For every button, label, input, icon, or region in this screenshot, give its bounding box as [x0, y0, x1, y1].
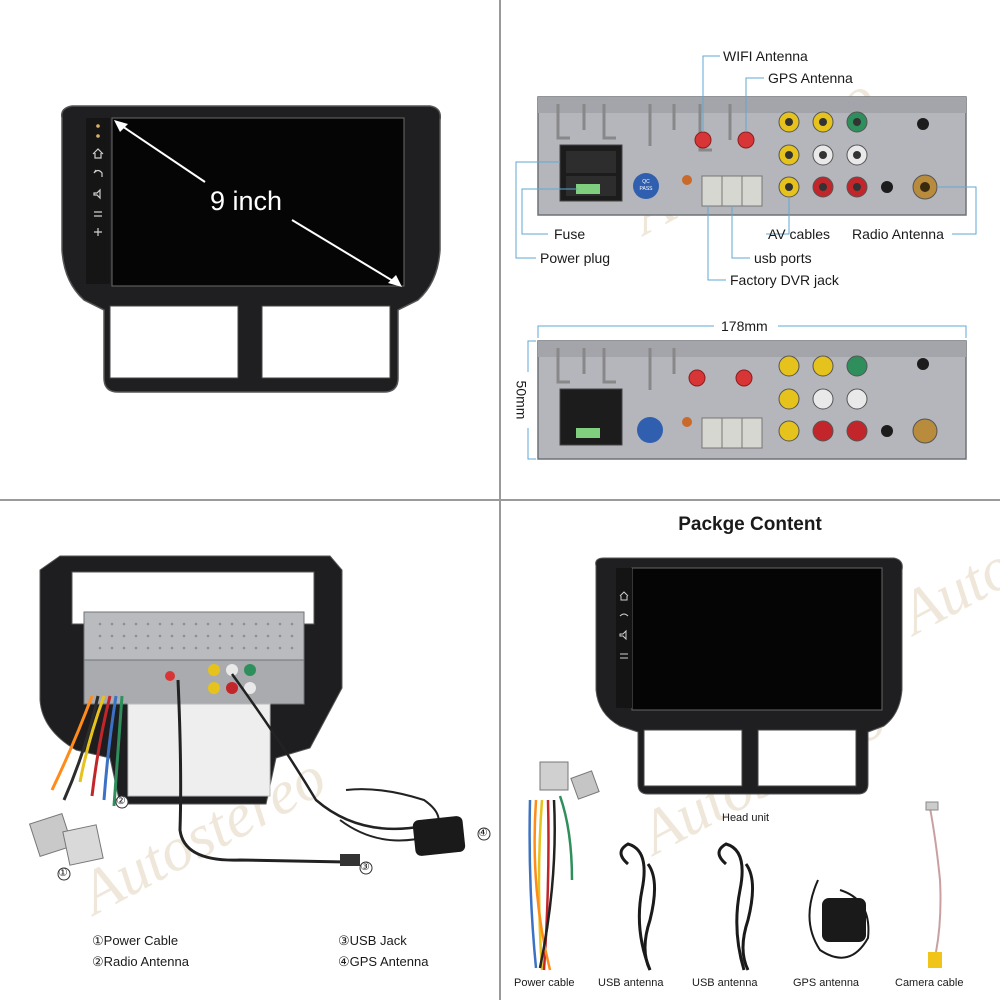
arrow-head-start	[114, 120, 128, 132]
leader-power	[515, 161, 560, 259]
rca-av-cables-grid	[778, 111, 868, 198]
screen-size-label: 9 inch	[210, 186, 283, 216]
rear-connectors-panel: Autostereo QC PASS	[500, 0, 1000, 500]
gps-module	[412, 816, 466, 856]
vent-right	[261, 305, 391, 379]
fuse-holder	[576, 184, 600, 194]
home-icon	[92, 148, 104, 159]
leader-dvr	[707, 206, 726, 281]
volume-icon	[619, 629, 627, 641]
diagonal-line-2	[291, 219, 399, 285]
svg-text:PASS: PASS	[640, 186, 654, 192]
apps-icon	[94, 211, 102, 217]
gps-antenna-module	[822, 898, 866, 942]
legend-gps-antenna: ④GPS Antenna	[338, 954, 429, 969]
package-title: Packge Content	[678, 514, 822, 535]
marker-usb-jack: ③	[360, 861, 370, 873]
button-strip	[86, 118, 110, 284]
usb-cable-2	[717, 842, 746, 971]
vent-left	[109, 305, 239, 379]
diagonal-line-1	[115, 121, 206, 183]
usb-jack	[340, 854, 360, 866]
arrow-head-end	[388, 275, 402, 287]
leader-usb	[731, 206, 750, 259]
dimension-height-label: 50mm	[513, 380, 530, 420]
wiring-panel: Autostereo	[0, 500, 500, 1000]
harness-plug-2	[62, 824, 104, 866]
back-icon	[93, 169, 103, 177]
label-gps-antenna: GPS Antenna	[768, 70, 853, 86]
leader-gps	[745, 77, 764, 132]
gps-antenna-port	[737, 131, 755, 149]
package-illustration	[528, 557, 942, 971]
label-wifi-antenna: WIFI Antenna	[723, 48, 808, 64]
leader-wifi	[702, 55, 720, 132]
display-screen	[631, 567, 883, 711]
volume-icon	[93, 188, 101, 200]
leader-fuse	[521, 188, 578, 235]
power-dot	[96, 134, 100, 138]
marker-radio-antenna: ②	[116, 795, 126, 807]
package-content-panel: Autostereo Autostereo Packge Content	[500, 500, 1000, 1000]
marker-power-cable: ①	[58, 867, 68, 879]
head-unit-front-illustration	[60, 105, 442, 393]
qc-pass-sticker	[633, 173, 659, 199]
chassis-top: QC PASS	[537, 96, 967, 216]
wifi-antenna-port	[694, 131, 712, 149]
caption-camera-cable: Camera cable	[895, 977, 964, 989]
svg-text:QC: QC	[642, 179, 650, 185]
rca-cluster	[208, 664, 256, 694]
dimension-width-label: 178mm	[721, 318, 768, 334]
power-cable-item	[528, 795, 574, 971]
leader-av	[766, 197, 790, 235]
back-icon	[619, 613, 629, 617]
leader-radio	[937, 186, 977, 235]
menu-icon	[94, 228, 102, 236]
width-dimension-line	[537, 325, 967, 338]
mic-dot	[96, 124, 100, 128]
rear-panel-illustration: QC PASS	[515, 55, 977, 460]
chassis-bottom	[537, 340, 967, 460]
label-usb-ports: usb ports	[754, 250, 812, 266]
screen-size-panel: Autostereo 9 inch	[0, 0, 500, 500]
harness-plug-1	[28, 812, 74, 858]
caption-gps-antenna: GPS antenna	[793, 977, 860, 989]
horizontal-divider	[0, 499, 1000, 501]
usb-cable-1	[619, 842, 652, 971]
camera-cable	[929, 807, 942, 953]
head-unit-caption: Head unit	[722, 812, 770, 824]
packing-box	[127, 703, 271, 797]
label-av-cables: AV cables	[768, 226, 830, 242]
caption-power-cable: Power cable	[514, 977, 575, 989]
label-radio-antenna: Radio Antenna	[852, 226, 944, 242]
marker-gps-antenna: ④	[478, 827, 488, 839]
caption-usb-antenna-2: USB antenna	[692, 977, 758, 989]
height-dimension-line	[527, 340, 536, 460]
usb-ports-block	[701, 175, 763, 207]
home-icon	[619, 591, 629, 601]
label-factory-dvr-jack: Factory DVR jack	[730, 272, 839, 288]
caption-usb-antenna-1: USB antenna	[598, 977, 664, 989]
label-fuse: Fuse	[554, 226, 586, 242]
label-power-plug: Power plug	[540, 250, 611, 266]
legend-usb-jack: ③USB Jack	[338, 933, 407, 948]
legend-power-cable: ①Power Cable	[92, 933, 179, 948]
apps-icon	[620, 653, 628, 659]
wiring-illustration	[28, 555, 491, 881]
legend-radio-antenna: ②Radio Antenna	[92, 954, 189, 969]
